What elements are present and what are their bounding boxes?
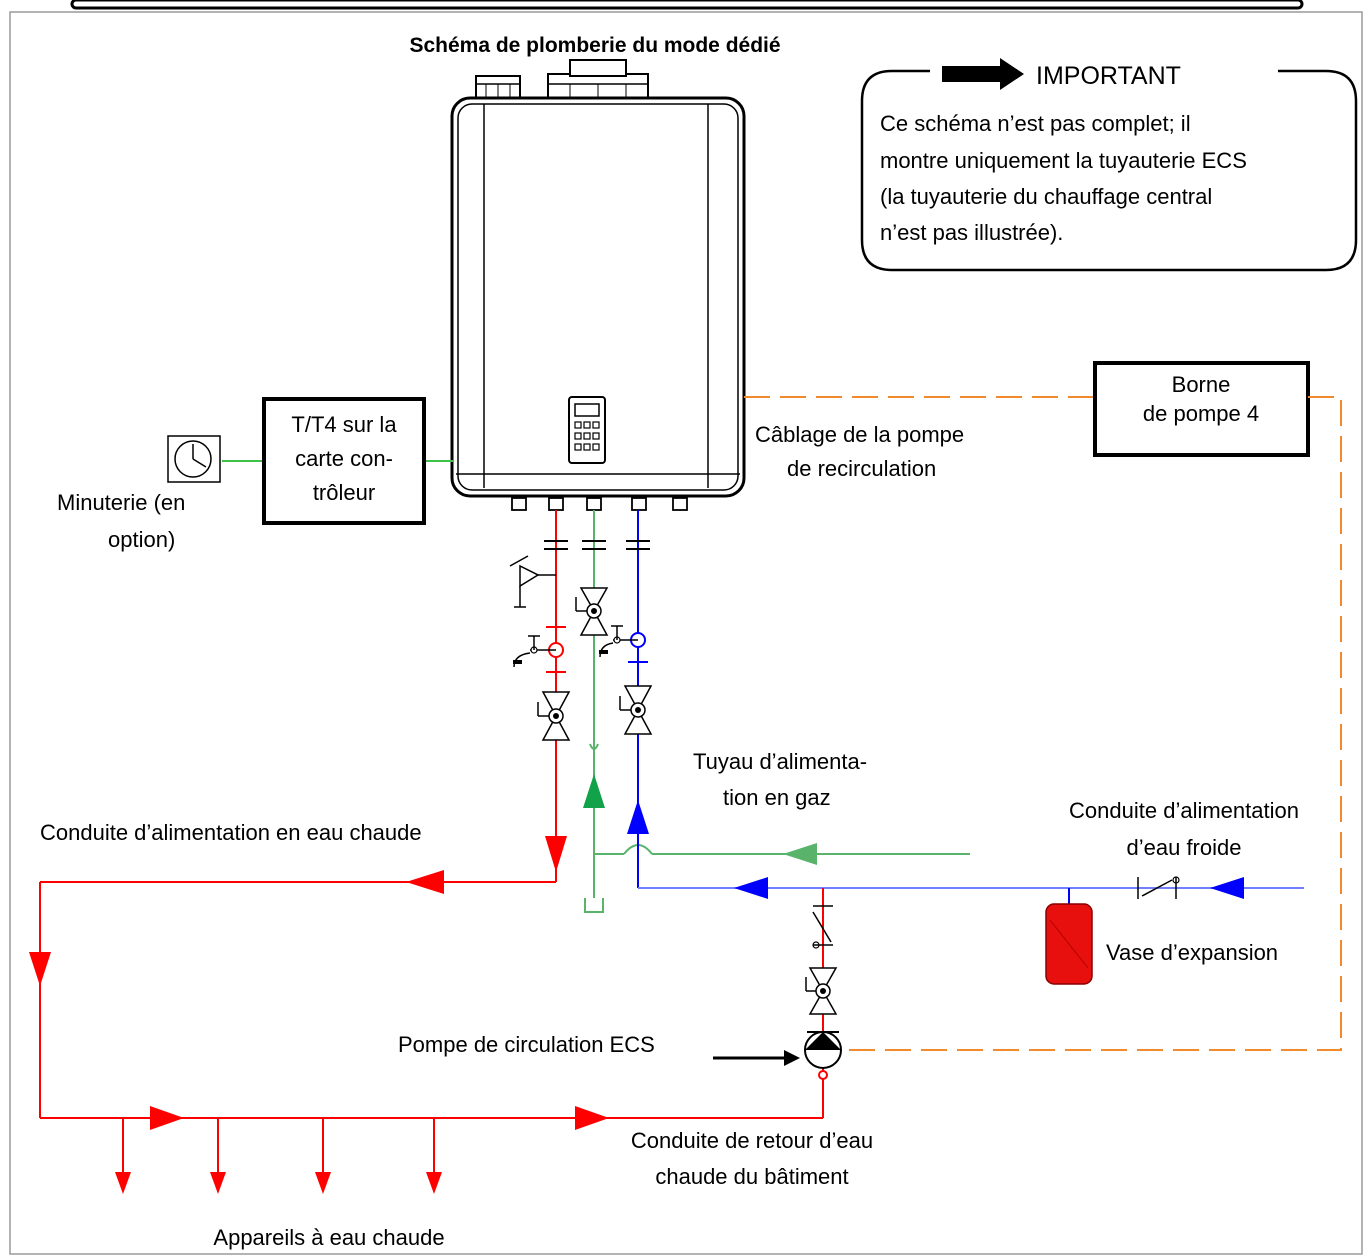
arrow-down-icon	[210, 1172, 226, 1194]
arrow-left-icon	[783, 843, 817, 865]
arrow-down-icon	[426, 1172, 442, 1194]
check-valve-icon	[1141, 879, 1173, 897]
page-frame	[9, 11, 1363, 1255]
relief-valve-icon	[519, 564, 540, 588]
top-bar	[70, 0, 1304, 10]
return-line-label-2: chaude du bâtiment	[655, 1164, 848, 1189]
timer	[167, 435, 221, 483]
arrow-left-icon	[406, 870, 444, 894]
hot-water-pipe	[29, 510, 824, 1194]
hot-supply-label: Conduite d’alimentation en eau chaude	[40, 820, 422, 845]
pump-terminal-label-1: Borne	[1172, 372, 1231, 397]
arrow-right-icon	[942, 58, 1024, 90]
cold-water-pipe	[599, 510, 1304, 906]
check-valve-icon	[812, 911, 832, 943]
controller-label-3: trôleur	[313, 480, 375, 505]
return-line-label-1: Conduite de retour d’eau	[631, 1128, 873, 1153]
arrow-right-icon	[784, 1050, 800, 1066]
arrow-right-icon	[150, 1106, 184, 1130]
controller-label-2: carte con-	[295, 446, 393, 471]
shutoff-valve-icon	[805, 967, 838, 1015]
important-line-3: (la tuyauterie du chauffage central	[880, 184, 1212, 209]
important-line-4: n’est pas illustrée).	[880, 220, 1063, 245]
arrow-down-icon	[545, 836, 567, 872]
pump-icon	[804, 1031, 842, 1080]
recirc-pump-wiring	[744, 396, 1342, 1051]
water-heater	[450, 59, 746, 511]
shutoff-valve-icon	[619, 685, 653, 735]
pump-terminal-label-2: de pompe 4	[1143, 401, 1259, 426]
cold-supply-label-1: Conduite d’alimentation	[1069, 798, 1299, 823]
important-callout: IMPORTANT Ce schéma n’est pas complet; i…	[860, 58, 1358, 272]
controller-label-1: T/T4 sur la	[291, 412, 397, 437]
fixtures-label: Appareils à eau chaude	[213, 1225, 444, 1250]
controller-box	[262, 397, 426, 525]
arrow-left-icon	[734, 877, 768, 899]
gas-valve-icon	[575, 587, 609, 636]
arrow-right-icon	[575, 1106, 609, 1130]
gas-pipe-label-2: tion en gaz	[723, 785, 831, 810]
timer-label-2: option)	[108, 527, 175, 552]
expansion-tank-label: Vase d’expansion	[1106, 940, 1278, 965]
expansion-tank	[1045, 903, 1093, 985]
arrow-up-icon	[583, 774, 605, 808]
important-line-2: montre uniquement la tuyauterie ECS	[880, 148, 1247, 173]
arrow-up-icon	[627, 800, 649, 834]
gas-pipe-label-1: Tuyau d’alimenta-	[693, 749, 867, 774]
arrow-left-icon	[1210, 877, 1244, 899]
recirc-wiring-label-1: Câblage de la pompe	[755, 422, 964, 447]
dhw-pump-label: Pompe de circulation ECS	[398, 1032, 655, 1057]
recirc-wiring-label-2: de recirculation	[787, 456, 936, 481]
cold-supply-label-2: d’eau froide	[1127, 835, 1242, 860]
arrow-down-icon	[29, 952, 51, 986]
important-line-1: Ce schéma n’est pas complet; il	[880, 111, 1191, 136]
control-panel-icon	[568, 396, 606, 464]
diagram-title: Schéma de plomberie du mode dédié	[409, 34, 780, 57]
gas-pipe	[575, 510, 970, 913]
timer-label-1: Minuterie (en	[57, 490, 185, 515]
pump-terminal-box	[1093, 361, 1310, 457]
recirc-branch	[804, 888, 842, 1080]
shutoff-valve-icon	[537, 691, 571, 741]
important-heading: IMPORTANT	[1036, 62, 1181, 90]
arrow-down-icon	[315, 1172, 331, 1194]
arrow-down-icon	[115, 1172, 131, 1194]
